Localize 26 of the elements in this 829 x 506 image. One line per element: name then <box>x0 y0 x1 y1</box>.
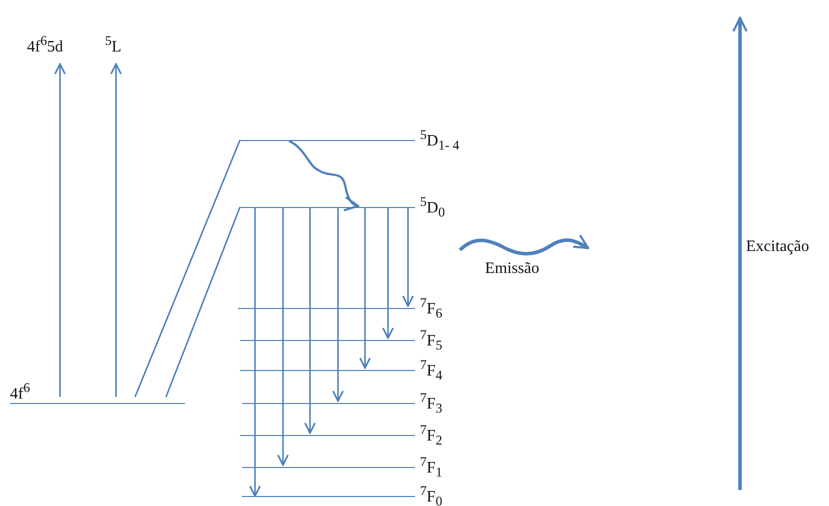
connector-line <box>165 206 241 398</box>
arrow-label: Excitação <box>746 238 810 256</box>
state-label: $^{5}$L <box>105 32 122 56</box>
transition-arrow <box>359 208 371 369</box>
level-label: $^{7}$F$_{1}$ <box>420 452 442 482</box>
arrow-label: Emissão <box>485 260 540 278</box>
level-label: $^{7}$F$_{2}$ <box>420 420 442 450</box>
level-label: $^{7}$F$_{6}$ <box>420 294 442 322</box>
transition-arrow <box>54 63 66 397</box>
transition-arrow <box>332 208 344 402</box>
level-label: $^{7}$F$_{5}$ <box>420 326 442 354</box>
level-label: $^{5}$D$_{0}$ <box>420 192 445 222</box>
transition-arrow <box>402 208 414 307</box>
transition-arrow <box>110 63 122 397</box>
level-label: $^{5}$D$_{1- 4}$ <box>420 126 460 154</box>
state-label: 4f$^{6}$5d <box>27 32 63 56</box>
level-label: $^{7}$F$_{0}$ <box>420 482 442 506</box>
transition-arrow <box>249 208 261 497</box>
level-label: 4f$^{6}$ <box>10 379 30 404</box>
level-label: $^{7}$F$_{4}$ <box>420 356 442 384</box>
level-label: $^{7}$F$_{3}$ <box>420 388 442 418</box>
connector-line <box>134 140 241 398</box>
transition-arrow <box>382 208 394 339</box>
wavy-arrow <box>288 140 360 211</box>
transition-arrow <box>304 208 316 434</box>
transition-arrow <box>277 208 289 466</box>
